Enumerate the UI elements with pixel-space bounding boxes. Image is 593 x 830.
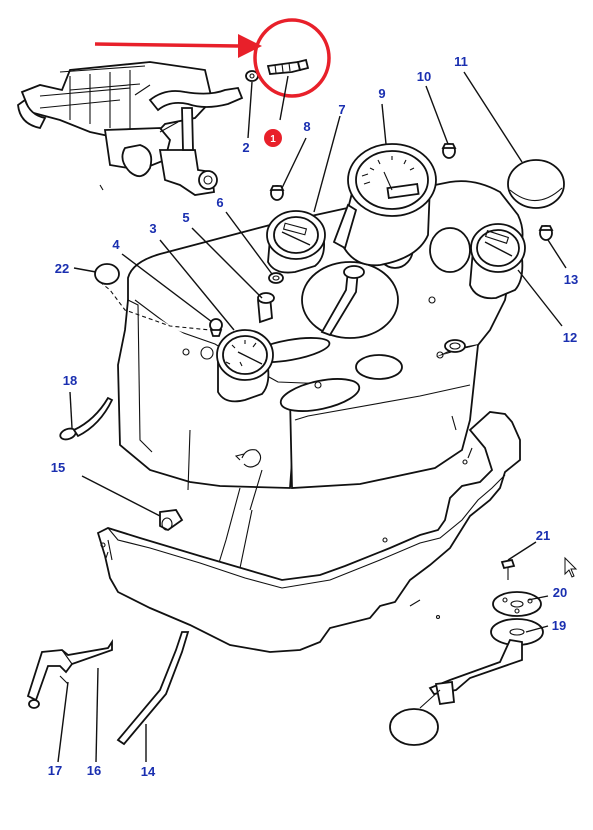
leader-3 xyxy=(159,239,235,331)
callout-20: 20 xyxy=(553,585,567,600)
callout-17: 17 xyxy=(48,763,62,778)
leader-9 xyxy=(381,103,387,145)
throttle-stalk xyxy=(320,265,365,337)
rod-part-16-17 xyxy=(26,639,113,709)
temperature-sender-part-1 xyxy=(266,58,310,75)
callout-9: 9 xyxy=(378,86,385,101)
callout-12: 12 xyxy=(563,330,577,345)
callout-18: 18 xyxy=(63,373,77,388)
gauge-part-9 xyxy=(332,143,437,267)
lower-shroud xyxy=(96,411,521,653)
leader-7 xyxy=(313,115,341,213)
callout-1: 1 xyxy=(270,134,276,145)
plate-part-20 xyxy=(492,591,542,617)
callout-labels: 1 2 3 4 5 6 7 8 9 10 11 12 13 14 15 16 1… xyxy=(48,54,578,779)
callout-19: 19 xyxy=(552,618,566,633)
bulb-part-4 xyxy=(209,318,223,337)
cap-part-11 xyxy=(507,159,565,209)
bulb-part-8 xyxy=(269,185,285,201)
leader-15 xyxy=(81,475,161,517)
leader-17 xyxy=(57,681,69,763)
leader-22 xyxy=(73,267,97,273)
cursor-icon xyxy=(564,556,578,578)
nut-part-2 xyxy=(245,70,259,82)
leader-12 xyxy=(517,269,563,327)
callout-14: 14 xyxy=(141,764,156,779)
callout-2: 2 xyxy=(242,140,249,155)
callout-13: 13 xyxy=(564,272,578,287)
leader-11 xyxy=(463,71,523,163)
bulb-part-13 xyxy=(538,225,554,241)
leader-13 xyxy=(547,239,567,269)
leader-8 xyxy=(281,137,307,189)
leader-10 xyxy=(425,85,449,145)
callout-4: 4 xyxy=(112,237,120,252)
callout-8: 8 xyxy=(303,119,310,134)
callout-16: 16 xyxy=(87,763,101,778)
callout-5: 5 xyxy=(182,210,189,225)
leader-6 xyxy=(225,211,273,275)
gauge-part-12 xyxy=(469,223,526,300)
highlight-annotation xyxy=(94,18,331,98)
ring-part-6 xyxy=(268,272,284,284)
callout-6: 6 xyxy=(216,195,223,210)
plug-part-22 xyxy=(94,263,211,331)
leader-19 xyxy=(525,625,549,633)
callout-22: 22 xyxy=(55,261,69,276)
leader-20 xyxy=(527,595,549,601)
callout-7: 7 xyxy=(338,102,345,117)
callout-11: 11 xyxy=(454,54,468,69)
leader-1 xyxy=(279,75,289,121)
leader-2 xyxy=(247,81,253,139)
leader-4 xyxy=(121,253,213,323)
bulb-part-10 xyxy=(441,143,457,159)
engine-block xyxy=(17,61,244,196)
leader-21 xyxy=(507,541,537,561)
callout-10: 10 xyxy=(417,69,431,84)
highlight-arrow-head xyxy=(238,34,262,58)
callout-1-badge xyxy=(264,129,282,147)
leader-16 xyxy=(95,667,99,763)
leader-18 xyxy=(69,391,73,429)
fitting-part-15 xyxy=(159,509,184,532)
switch-part-5 xyxy=(257,292,275,324)
leader-lines xyxy=(57,71,567,763)
screw-part-21 xyxy=(500,558,516,580)
highlight-circle xyxy=(253,18,331,98)
leader-5 xyxy=(191,227,263,299)
gauge-part-3 xyxy=(216,329,274,403)
wire-part-18 xyxy=(59,396,114,441)
callout-21: 21 xyxy=(536,528,550,543)
callout-15: 15 xyxy=(51,460,65,475)
gauge-part-7 xyxy=(266,210,326,274)
cable-part-14 xyxy=(116,631,190,746)
pedal-part-19 xyxy=(389,618,544,746)
highlight-arrow-shaft xyxy=(94,42,239,48)
callout-3: 3 xyxy=(149,221,156,236)
